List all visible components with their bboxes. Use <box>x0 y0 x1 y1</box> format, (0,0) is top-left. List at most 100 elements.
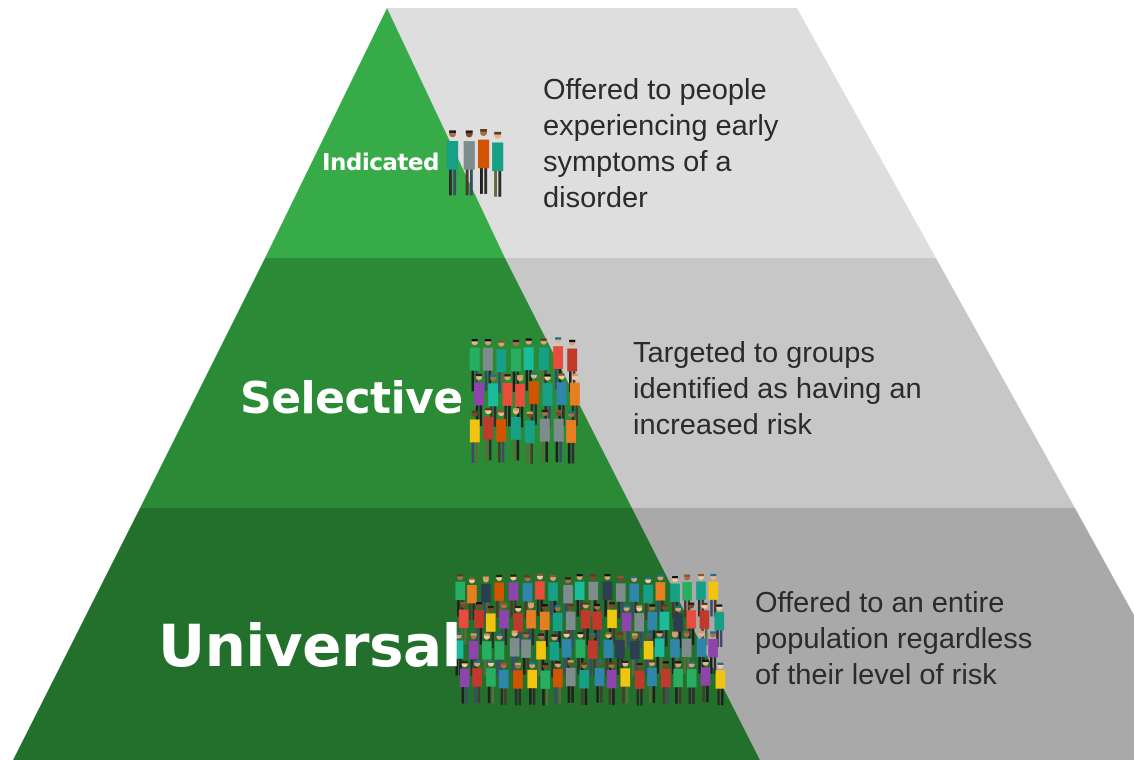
person-figure <box>620 660 631 704</box>
person-figure <box>485 605 496 649</box>
person-figure <box>714 604 725 648</box>
person-figure <box>563 577 573 620</box>
person-figure <box>686 661 697 705</box>
person-figure <box>549 634 560 678</box>
person-figure <box>566 411 576 464</box>
person-figure <box>496 340 507 393</box>
person-figure <box>553 409 564 463</box>
person-figure <box>615 632 625 675</box>
description-line: Offered to an entire <box>755 587 1005 619</box>
person-figure <box>492 131 504 197</box>
person-figure <box>647 660 657 703</box>
description-line: population regardless <box>755 623 1033 655</box>
person-figure <box>579 662 589 705</box>
tier-description-universal: Offered to an entire population regardle… <box>755 585 1032 693</box>
person-figure <box>511 408 521 461</box>
description-line: Offered to people <box>543 74 767 106</box>
person-figure <box>708 573 719 617</box>
person-figure <box>513 662 523 706</box>
person-figure <box>700 659 711 703</box>
person-figure <box>567 339 578 393</box>
people-crowd-large-icon <box>453 573 726 706</box>
tier-green-selective <box>140 258 632 508</box>
person-figure <box>483 408 494 461</box>
person-figure <box>496 410 507 463</box>
person-figure <box>643 633 654 676</box>
person-figure <box>522 575 533 618</box>
person-figure <box>643 577 653 620</box>
person-figure <box>477 129 490 194</box>
person-figure <box>527 662 538 705</box>
person-figure <box>659 604 670 647</box>
person-figure <box>615 575 626 619</box>
person-figure <box>535 573 545 617</box>
person-figure <box>472 660 482 704</box>
person-figure <box>523 338 534 391</box>
description-line: disorder <box>543 182 648 214</box>
person-figure <box>621 605 632 648</box>
person-figure <box>681 631 692 674</box>
tier-label-indicated: Indicated <box>322 150 440 176</box>
person-figure <box>469 338 480 392</box>
person-figure <box>565 660 576 703</box>
description-line: Targeted to groups <box>633 337 875 369</box>
person-figure <box>602 574 613 617</box>
people-group-medium-icon <box>469 337 580 464</box>
person-figure <box>574 574 585 617</box>
description-line: identified as having an <box>633 373 922 405</box>
person-figure <box>468 633 479 676</box>
description-line: experiencing early <box>543 110 779 142</box>
person-figure <box>498 662 509 705</box>
person-figure <box>474 602 484 645</box>
tier-green-indicated <box>265 8 505 258</box>
person-figure <box>708 631 718 674</box>
person-figure <box>715 662 726 706</box>
person-figure <box>587 632 598 676</box>
person-figure <box>629 633 640 676</box>
person-figure <box>634 662 645 706</box>
tier-bg-indicated <box>387 8 936 258</box>
person-figure <box>453 632 464 676</box>
person-figure <box>634 605 645 649</box>
person-figure <box>594 660 605 703</box>
person-figure <box>553 661 563 704</box>
person-figure <box>502 374 513 427</box>
person-figure <box>469 410 480 463</box>
person-figure <box>521 631 531 675</box>
person-figure <box>673 605 684 649</box>
person-figure <box>488 374 499 427</box>
person-figure <box>467 577 477 620</box>
person-figure <box>526 602 536 646</box>
person-figure <box>486 660 496 704</box>
person-figure <box>494 574 504 618</box>
person-figure <box>661 661 671 704</box>
tier-bg-universal <box>632 508 1134 760</box>
person-figure <box>483 338 493 392</box>
people-group-small-icon <box>446 129 504 197</box>
tier-description-indicated: Offered to people experiencing early sym… <box>543 72 778 216</box>
person-figure <box>481 576 491 620</box>
person-figure <box>686 602 697 646</box>
person-figure <box>673 661 684 704</box>
person-figure <box>459 661 470 704</box>
person-figure <box>463 130 475 196</box>
person-figure <box>524 411 535 464</box>
person-figure <box>606 662 617 705</box>
person-figure <box>458 602 469 645</box>
person-figure <box>539 409 550 463</box>
person-figure <box>515 375 526 428</box>
person-figure <box>580 602 591 645</box>
person-figure <box>446 130 459 196</box>
person-figure <box>510 339 521 393</box>
description-line: increased risk <box>633 409 812 441</box>
person-figure <box>565 604 576 647</box>
person-figure <box>629 575 639 619</box>
tier-label-selective: Selective <box>240 373 463 424</box>
description-line: of their level of risk <box>755 659 997 691</box>
person-figure <box>654 630 665 674</box>
person-figure <box>682 574 692 618</box>
tier-label-universal: Universal <box>158 612 462 680</box>
description-line: symptoms of a <box>543 146 732 178</box>
